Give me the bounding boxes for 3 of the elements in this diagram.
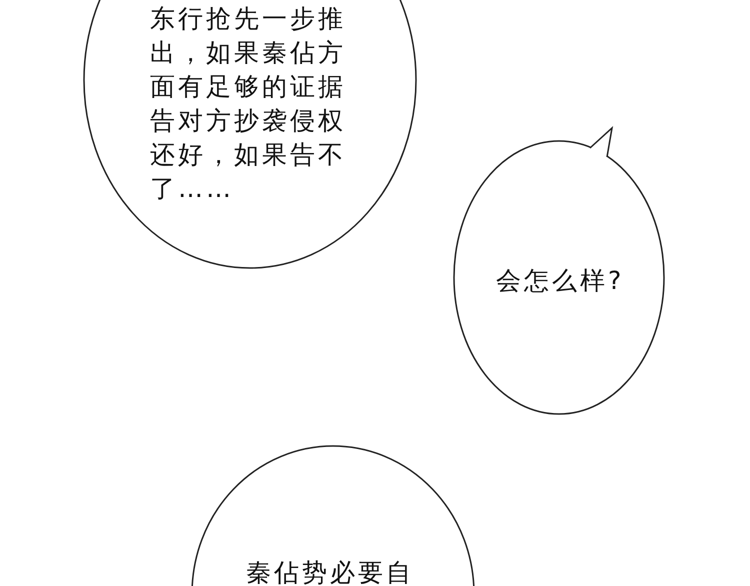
dialogue-text: 会怎么样? [496, 265, 626, 297]
dialogue-text: 秦佔势必要自 [246, 557, 415, 586]
dialogue-text: 东行抢先一步推出，如果秦佔方面有足够的证据告对方抄袭侵权还好，如果告不了…… [150, 3, 347, 205]
